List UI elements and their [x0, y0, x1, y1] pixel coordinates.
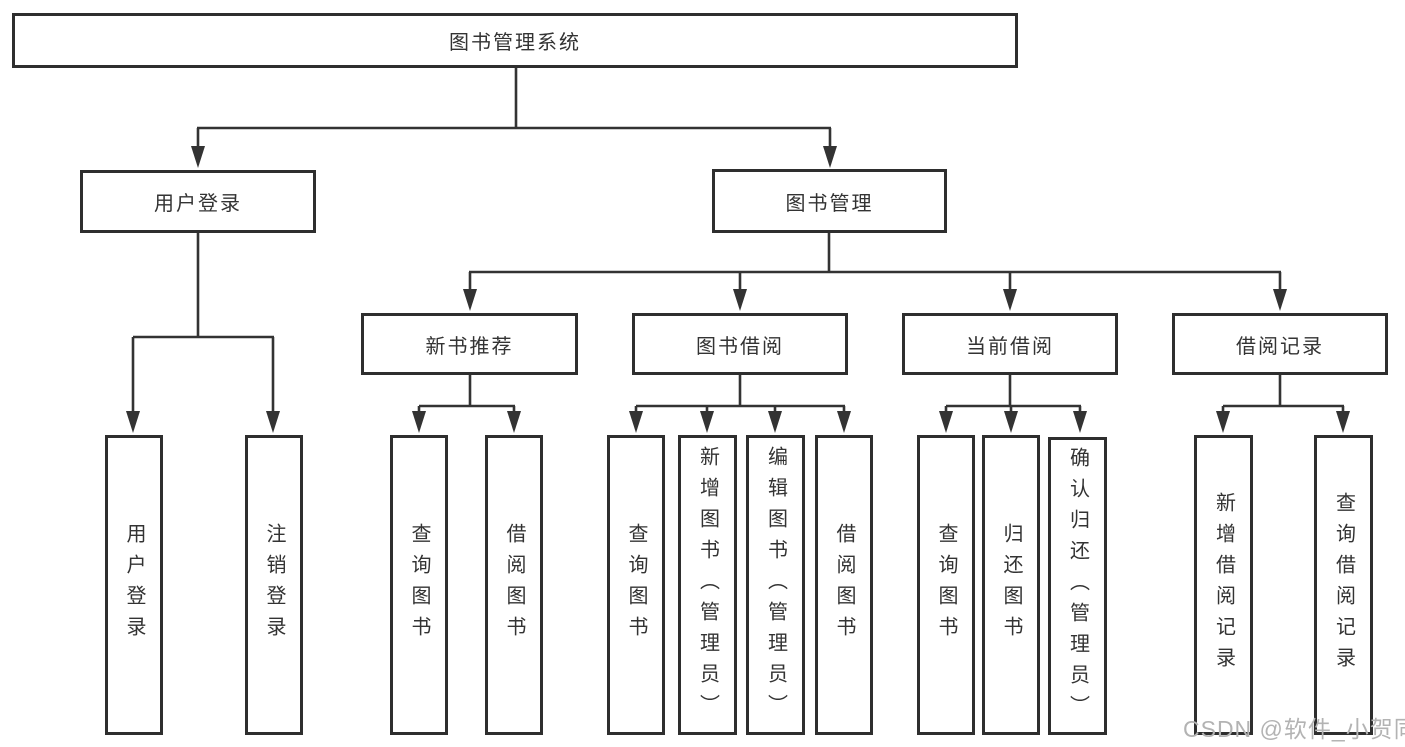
node-label: 图书管理 — [785, 192, 874, 215]
node-library-management-system: 图书管理系统 — [12, 13, 1018, 68]
node-user-login: 用户登录 — [80, 170, 316, 233]
leaf-query-borrow-record: 查询借阅记录 — [1314, 435, 1373, 735]
leaf-add-borrow-record: 新增借阅记录 — [1194, 435, 1253, 735]
node-borrowing-records: 借阅记录 — [1172, 313, 1388, 375]
node-label: 图书借阅 — [696, 335, 784, 358]
leaf-query-books-current: 查询图书 — [917, 435, 975, 735]
leaf-edit-books-admin: 编辑图书（管理员） — [746, 435, 805, 735]
leaf-confirm-return-admin: 确认归还（管理员） — [1048, 437, 1107, 735]
node-book-management: 图书管理 — [712, 169, 947, 233]
leaf-user-login: 用户登录 — [105, 435, 163, 735]
node-label: 归还图书 — [1000, 523, 1022, 647]
node-label: 新增图书（管理员） — [696, 445, 719, 725]
watermark: CSDN @软件_小贺同学 — [1183, 716, 1405, 742]
node-label: 借阅图书 — [833, 523, 855, 647]
node-label: 借阅图书 — [503, 523, 525, 647]
node-label: 查询借阅记录 — [1332, 492, 1355, 678]
node-book-borrowing: 图书借阅 — [632, 313, 848, 375]
node-label: 当前借阅 — [966, 335, 1054, 358]
node-label: 查询图书 — [935, 523, 957, 647]
node-label: 确认归还（管理员） — [1066, 446, 1089, 726]
leaf-borrow-books-borrowing: 借阅图书 — [815, 435, 873, 735]
node-label: 新增借阅记录 — [1212, 492, 1235, 678]
node-new-book-recommendation: 新书推荐 — [361, 313, 578, 375]
leaf-query-books-borrowing: 查询图书 — [607, 435, 665, 735]
leaf-add-books-admin: 新增图书（管理员） — [678, 435, 737, 735]
node-label: 查询图书 — [408, 523, 430, 647]
node-label: 借阅记录 — [1236, 335, 1324, 358]
node-label: 新书推荐 — [425, 335, 514, 358]
leaf-query-books-recommend: 查询图书 — [390, 435, 448, 735]
node-label: 编辑图书（管理员） — [764, 445, 787, 725]
node-label: 用户登录 — [154, 193, 242, 215]
leaf-return-books: 归还图书 — [982, 435, 1040, 735]
node-label: 图书管理系统 — [449, 32, 581, 54]
leaf-logout-login: 注销登录 — [245, 435, 303, 735]
leaf-borrow-books-recommend: 借阅图书 — [485, 435, 543, 735]
node-label: 用户登录 — [123, 523, 145, 647]
node-current-borrowing: 当前借阅 — [902, 313, 1118, 375]
node-label: 查询图书 — [625, 523, 647, 647]
node-label: 注销登录 — [263, 523, 285, 647]
